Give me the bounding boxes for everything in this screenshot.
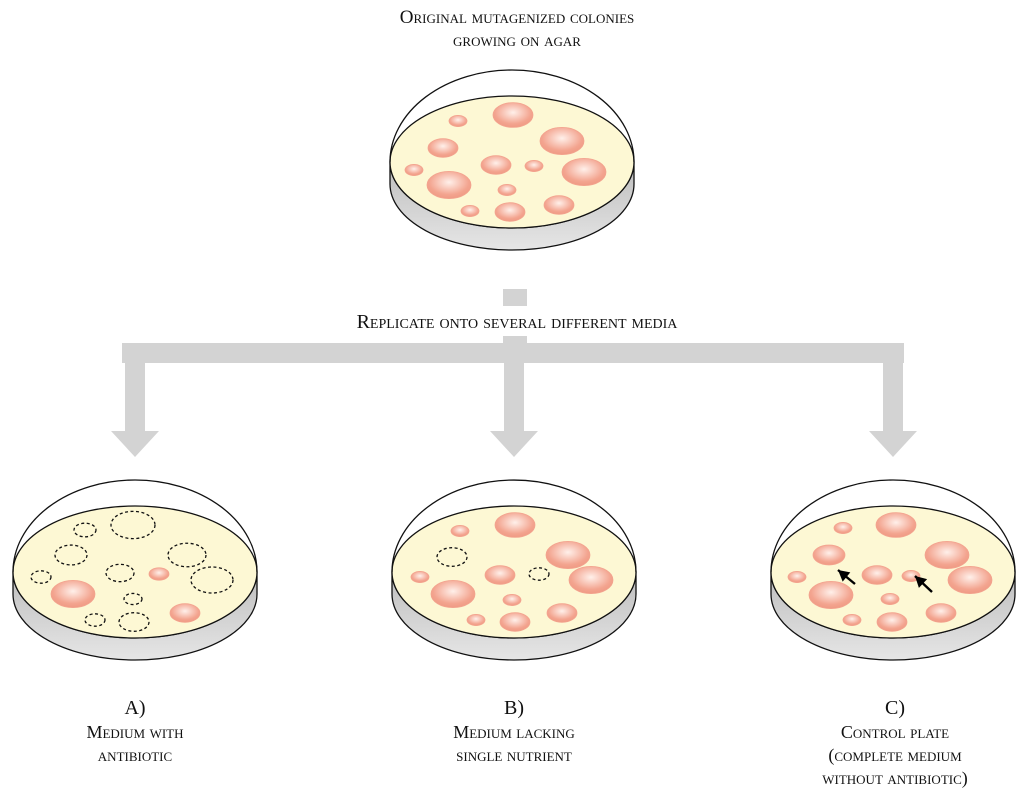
colony [861,565,893,585]
colony [925,603,957,623]
colony [546,603,578,623]
colony [880,593,900,605]
colony [875,512,917,538]
plate-a-line-1: Medium with [86,722,183,742]
colony [448,115,468,127]
colony [568,565,614,595]
colony [539,126,585,156]
colony [876,612,908,632]
plate-c-id: C) [885,697,905,719]
pointer-arrow-head [838,570,851,582]
plate-c-line-1: Control plate [841,722,949,742]
colony [466,614,486,626]
down-arrow-shaft-1 [504,355,524,433]
plate-c-dish [770,479,1016,661]
plate-b-line-2: single nutrient [456,745,572,765]
colony [410,571,430,583]
lid-rim [389,69,635,163]
down-arrow-head-0 [111,431,159,457]
plate-b-id: B) [504,697,524,719]
replicate-label: Replicate onto several different media [357,311,679,333]
colony [901,570,921,582]
colony [545,540,591,570]
colony [497,184,517,196]
plate-a-dish [12,479,258,661]
missing-colony-outline [123,592,143,606]
pointer-arrow-head [915,576,928,588]
colony [50,579,96,609]
missing-colony-outline [190,566,234,594]
connector-bar [122,343,904,363]
colony [492,102,534,128]
colony [543,195,575,215]
lid-rim [770,479,1016,573]
plate-c-label: C) Control plate (complete medium withou… [822,697,968,789]
missing-colony-outline [167,542,207,568]
colony [561,157,607,187]
title-line-2: growing on agar [453,30,581,51]
down-arrow-shaft-0 [125,355,145,433]
plate-b-line-1: Medium lacking [453,722,575,742]
down-arrow-head-1 [490,431,538,457]
colony [484,565,516,585]
colony [842,614,862,626]
missing-colony-outline [528,567,550,581]
plate-b-dish [391,479,637,661]
colony [924,540,970,570]
missing-colony-outline [105,563,135,583]
plate-a-label: A) Medium with antibiotic [86,697,183,765]
pointer-arrow-icon [914,575,933,593]
missing-colony-outline [54,544,88,566]
colony [524,160,544,172]
agar-surface [12,505,258,639]
missing-colony-outline [436,547,468,567]
title-line-1: Original mutagenized colonies [400,7,634,28]
colony [812,544,846,566]
plate-b-label: B) Medium lacking single nutrient [453,697,575,765]
missing-colony-outline [84,613,106,627]
original-dish [389,69,635,251]
replicate-connector [111,289,917,457]
colony [502,594,522,606]
missing-colony-outline [110,510,156,540]
colony [460,205,480,217]
colony [404,164,424,176]
missing-colony-outline [30,570,52,584]
colony [787,571,807,583]
colony [480,155,512,175]
plate-c-line-3: without antibiotic) [822,768,968,789]
colony [450,525,470,537]
colony [169,603,201,623]
lid-rim [12,479,258,573]
plate-c-line-2: (complete medium [828,745,962,766]
colony [426,170,472,200]
colony [494,202,526,222]
colony [494,512,536,538]
plate-a-id: A) [124,697,145,719]
colony [427,138,459,158]
plate-a-line-2: antibiotic [98,745,172,765]
replicate-label-backing [262,306,772,336]
missing-colony-outline [118,612,150,632]
missing-colony-outline [73,522,97,538]
colony [148,567,170,581]
colony [499,612,531,632]
colony [833,522,853,534]
down-arrow-shaft-2 [883,355,903,433]
colony [947,565,993,595]
pointer-arrow-icon [837,569,856,585]
colony [430,579,476,609]
down-arrow-head-2 [869,431,917,457]
colony [808,580,854,610]
lid-rim [391,479,637,573]
